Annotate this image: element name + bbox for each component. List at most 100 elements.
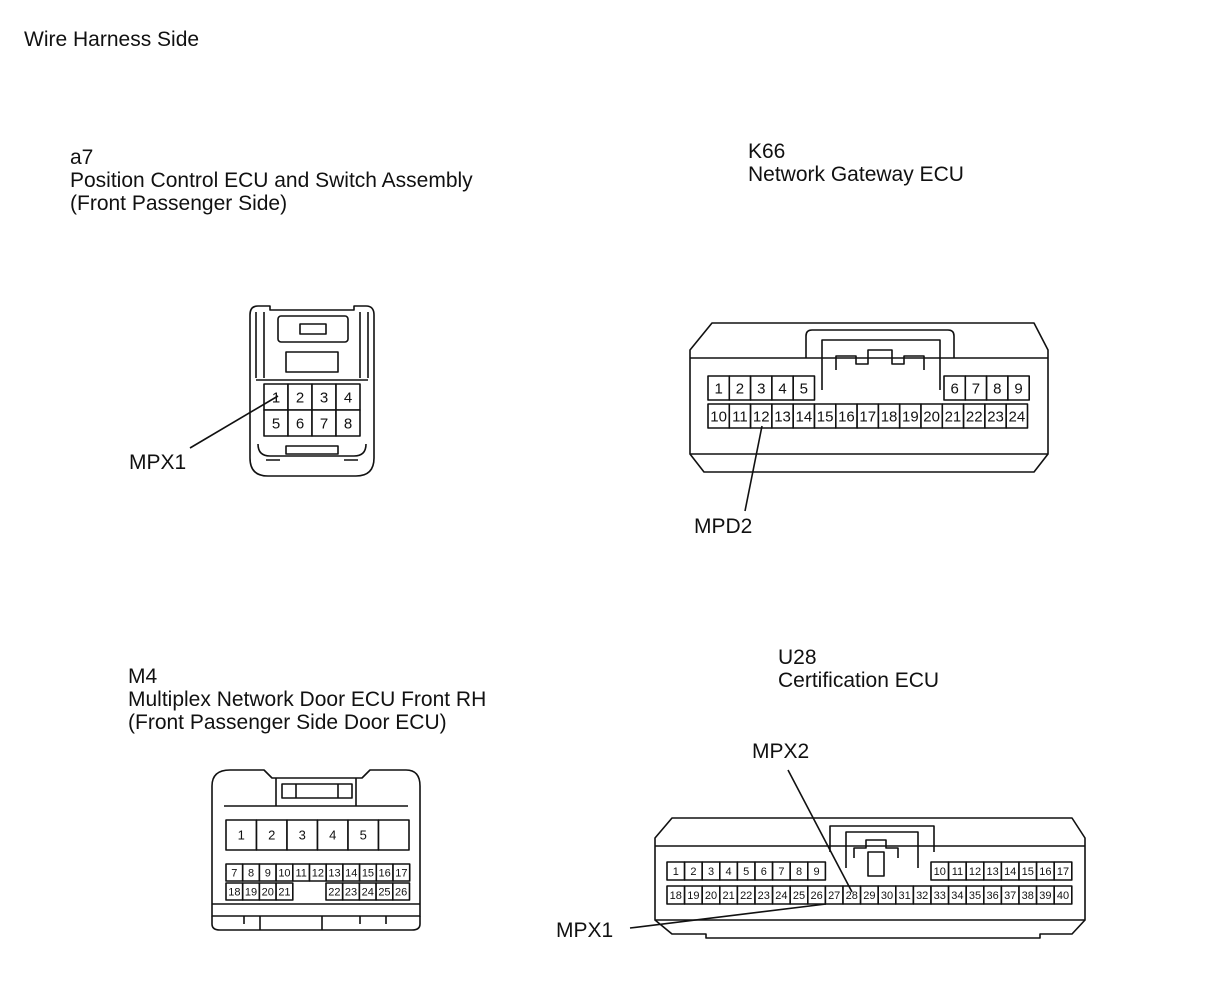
k66-pin-16: 16 [838, 408, 855, 425]
u28-pin-37: 37 [1004, 890, 1016, 902]
connector-k66-code: K66 [748, 140, 786, 163]
a7-pin-5-cell [263, 409, 289, 437]
u28-pin-27: 27 [828, 890, 840, 902]
connector-a7-housing [249, 305, 375, 477]
m4-pin-10: 10 [278, 867, 290, 879]
k66-pin-12: 12 [753, 408, 770, 425]
m4-pin-5-cell [347, 819, 380, 851]
connector-m4-note: (Front Passenger Side Door ECU) [128, 711, 447, 734]
k66-pin-18: 18 [881, 408, 898, 425]
m4-pin-5: 5 [360, 828, 367, 843]
k66-pin-5-cell [792, 375, 816, 401]
u28-pin-4: 4 [726, 866, 732, 878]
m4-pin-24: 24 [362, 886, 374, 898]
m4-pin-23: 23 [345, 886, 357, 898]
k66-pin-9-cell [1007, 375, 1031, 401]
connector-a7-name: Position Control ECU and Switch Assembly [70, 169, 473, 192]
k66-pin-8: 8 [993, 380, 1001, 397]
m4-pin-4: 4 [329, 828, 336, 843]
u28-pin-40: 40 [1057, 890, 1069, 902]
u28-pin-19: 19 [687, 890, 699, 902]
m4-pin-1: 1 [238, 828, 245, 843]
k66-pin-23: 23 [987, 408, 1004, 425]
m4-pin-13: 13 [328, 867, 340, 879]
callout-u28-mpx2-leader [787, 769, 853, 893]
connector-m4-caption: M4 Multiplex Network Door ECU Front RH (… [128, 665, 486, 734]
connector-a7-note: (Front Passenger Side) [70, 192, 288, 215]
m4-pin-26-cell [391, 882, 411, 901]
k66-pin-19: 19 [902, 408, 919, 425]
connector-m4-code: M4 [128, 665, 158, 688]
m4-pin-21-cell [275, 882, 294, 901]
u28-pin-28: 28 [846, 890, 858, 902]
m4-pin-8: 8 [248, 867, 254, 879]
a7-pin-8: 8 [344, 415, 352, 432]
k66-pin-4: 4 [778, 380, 786, 397]
m4-pin-17-cell [392, 863, 411, 882]
u28-pin-29: 29 [863, 890, 875, 902]
callout-k66-mpd2-leader [744, 425, 763, 512]
u28-pin-34: 34 [951, 890, 963, 902]
u28-pin-35: 35 [969, 890, 981, 902]
connector-k66-housing [689, 322, 1049, 473]
m4-pin-3-cell [286, 819, 319, 851]
u28-pin-10: 10 [934, 866, 946, 878]
m4-pin-19: 19 [245, 886, 257, 898]
u28-pin-33: 33 [934, 890, 946, 902]
m4-pin-9: 9 [265, 867, 271, 879]
k66-pin-5: 5 [800, 380, 808, 397]
m4-pin-18: 18 [228, 886, 240, 898]
u28-pin-5: 5 [743, 866, 749, 878]
m4-pin-3: 3 [299, 828, 306, 843]
u28-pin-6: 6 [761, 866, 767, 878]
u28-pin-25: 25 [793, 890, 805, 902]
callout-u28-mpx1-leader [629, 903, 827, 929]
k66-pin-24-cell [1005, 403, 1029, 429]
a7-pin-5: 5 [272, 415, 280, 432]
m4-pin-2-cell [255, 819, 288, 851]
a7-pin-4: 4 [344, 389, 352, 406]
m4-pin-26: 26 [395, 886, 407, 898]
connector-m4-name: Multiplex Network Door ECU Front RH [128, 688, 487, 711]
u28-pin-40-cell [1053, 885, 1073, 905]
k66-pin-13: 13 [774, 408, 791, 425]
k66-pin-11: 11 [732, 408, 748, 425]
m4-pin-16: 16 [379, 867, 391, 879]
u28-pin-23: 23 [758, 890, 770, 902]
callout-u28-mpx1: MPX1 [556, 919, 613, 942]
u28-pin-1: 1 [673, 866, 679, 878]
u28-pin-14: 14 [1004, 866, 1016, 878]
u28-pin-30: 30 [881, 890, 893, 902]
u28-pin-26: 26 [810, 890, 822, 902]
connector-m4-housing [211, 769, 421, 931]
connector-a7-caption: a7 Position Control ECU and Switch Assem… [70, 146, 473, 215]
m4-pin-22: 22 [328, 886, 340, 898]
k66-pin-9: 9 [1014, 380, 1022, 397]
u28-pin-9-cell [806, 861, 827, 881]
u28-pin-22: 22 [740, 890, 752, 902]
a7-pin-3-cell [311, 383, 337, 411]
u28-pin-9: 9 [814, 866, 820, 878]
m4-pin-7: 7 [231, 867, 237, 879]
u28-pin-2: 2 [690, 866, 696, 878]
u28-pin-17: 17 [1057, 866, 1069, 878]
k66-pin-20: 20 [923, 408, 940, 425]
k66-pin-17: 17 [859, 408, 876, 425]
m4-pin-11: 11 [295, 867, 306, 879]
m4-pin-14: 14 [345, 867, 357, 879]
u28-pin-12: 12 [969, 866, 981, 878]
u28-pin-20: 20 [705, 890, 717, 902]
connector-k66-caption: K66 Network Gateway ECU [748, 140, 964, 186]
u28-pin-8: 8 [796, 866, 802, 878]
connector-u28-housing [654, 817, 1086, 939]
callout-a7-mpx1: MPX1 [129, 451, 186, 474]
m4-pin-25: 25 [378, 886, 390, 898]
m4-pin-2: 2 [268, 828, 275, 843]
k66-pin-24: 24 [1009, 408, 1026, 425]
connector-a7-code: a7 [70, 146, 94, 169]
u28-pin-16: 16 [1039, 866, 1051, 878]
